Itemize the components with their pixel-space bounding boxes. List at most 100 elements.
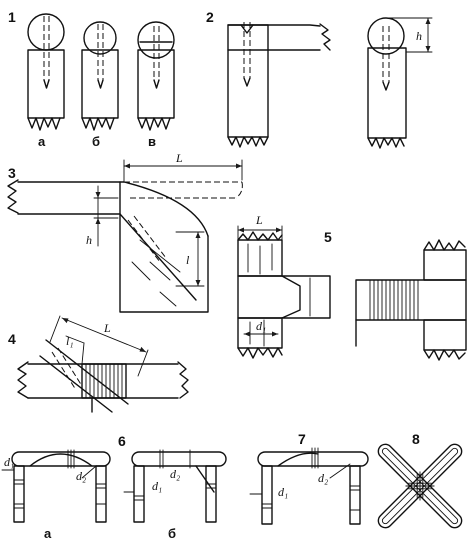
post-2-right-break	[367, 137, 405, 149]
post-a	[27, 49, 65, 119]
pin-2b-tip	[382, 81, 390, 91]
leg-7-right	[349, 465, 361, 525]
wire-wrap-4	[81, 363, 127, 399]
arch-6a	[29, 453, 93, 467]
round-timber-section-a	[27, 13, 65, 51]
dim-d15-label: d₁	[256, 319, 266, 333]
post-3-diagonal	[119, 213, 197, 301]
post-3-hatch-1	[139, 239, 181, 273]
dim-L5-arrow-right	[276, 227, 282, 233]
dim-h-arrow-top	[425, 18, 431, 24]
pin-b-tip	[97, 79, 104, 89]
dim-h-arrow-bottom	[425, 46, 431, 52]
post-3-hatch-4	[159, 291, 177, 307]
leg-7-left	[261, 465, 273, 525]
post-5-bottom	[237, 317, 283, 349]
dim-h3-arrow-top	[95, 192, 101, 198]
dim-l14-line	[65, 335, 85, 344]
dim-d2-6b-label: d₂	[170, 467, 180, 481]
dim-d15-arrow-right	[272, 331, 278, 337]
post-2-left	[227, 24, 269, 138]
beam-4-break-right	[177, 361, 189, 399]
post-5-bottom-break	[237, 347, 283, 359]
figure-4: L l₁ 4	[8, 315, 189, 413]
beam-5	[237, 275, 331, 319]
dim-L5-arrow-left	[238, 227, 244, 233]
post-5b-top-break	[423, 239, 466, 251]
post-b	[81, 49, 119, 119]
wire-wrap-4-hatch	[85, 363, 123, 399]
leg-6a-right	[95, 465, 107, 523]
beam-3-dashed-end	[235, 181, 243, 199]
pin-3-right	[133, 215, 167, 259]
dim-d1-7-label: d₁	[278, 485, 288, 499]
post-3-outline	[119, 181, 209, 313]
pin-a-tip	[43, 79, 50, 89]
post-2-right	[367, 47, 407, 139]
beam-2-top	[227, 24, 321, 27]
figure-8-number: 8	[412, 431, 420, 447]
pin-4-b	[57, 347, 83, 387]
wrap-6b	[133, 449, 217, 501]
figure-7-number: 7	[298, 431, 306, 447]
dim-d2-7	[329, 463, 351, 479]
dim-l3-arrow-bottom	[195, 280, 201, 286]
pin-4-a	[51, 351, 77, 391]
figure-4-number: 4	[8, 331, 16, 347]
dim-L4-arrow-right	[139, 346, 146, 352]
dim-L4-line	[61, 317, 147, 353]
dim-L4-ext-left	[49, 315, 61, 343]
brace-4-top	[45, 339, 129, 405]
dim-d2-6a	[81, 465, 97, 479]
figure-1-variant-a: а	[38, 134, 46, 149]
dim-l14-label: l₁	[66, 334, 74, 348]
figure-7: d₁ d₂ 7	[249, 431, 369, 525]
dim-d2-7-label: d₂	[318, 471, 328, 485]
pin-2-head	[240, 24, 254, 34]
wire-wrap-5	[369, 279, 419, 321]
leg-6a-left	[13, 465, 25, 523]
figure-3: L h l 3	[7, 151, 243, 313]
post-a-break	[27, 117, 61, 131]
post-5-top-break	[237, 231, 283, 241]
dim-d15-arrow-left	[244, 331, 250, 337]
dim-l3-arrow-top	[195, 232, 201, 238]
leg-6b-left	[133, 465, 145, 523]
round-timber-section-b	[83, 21, 117, 55]
leg-6b-right	[205, 465, 217, 523]
figure-1-number: 1	[8, 9, 16, 25]
post-3-curve	[123, 181, 209, 237]
figure-2: h 2	[206, 9, 433, 149]
wrap-6a	[13, 449, 107, 509]
dim-L4-label: L	[103, 321, 111, 335]
cross-8-wrap	[405, 471, 435, 501]
pin-c-tip	[153, 79, 160, 89]
post-5b-top	[423, 249, 467, 281]
dim-L5-label: L	[255, 213, 263, 227]
dim-d2-6a-label: d₂	[76, 469, 86, 483]
figure-6-variant-b: б	[168, 526, 176, 541]
dim-L4-ext-right	[137, 349, 149, 377]
dim-h-label: h	[416, 29, 422, 43]
cross-8	[377, 443, 463, 529]
pin-2-tip	[243, 77, 251, 87]
figure-6: d₁ d₂ d₁ d₂ 6 а б	[1, 433, 227, 541]
dim-L3-arrow-right	[236, 163, 242, 169]
dim-h3-label: h	[86, 233, 92, 247]
brace-4-bottom	[39, 355, 113, 413]
dim-l14-ext	[81, 342, 85, 365]
dim-d1-6b-label: d₁	[152, 479, 162, 493]
figure-8: 8	[377, 431, 463, 529]
figure-5-number: 5	[324, 229, 332, 245]
wrap-7	[261, 447, 361, 511]
crossbar-6b	[131, 451, 227, 467]
crossbar-7	[257, 451, 369, 467]
figure-1-variant-b: б	[92, 134, 100, 149]
beam-2-break	[319, 23, 331, 51]
post-5b-bottom-break	[423, 349, 466, 361]
figure-6-number: 6	[118, 433, 126, 449]
round-timber-section-c	[137, 21, 175, 59]
dim-L3-label: L	[175, 151, 183, 165]
